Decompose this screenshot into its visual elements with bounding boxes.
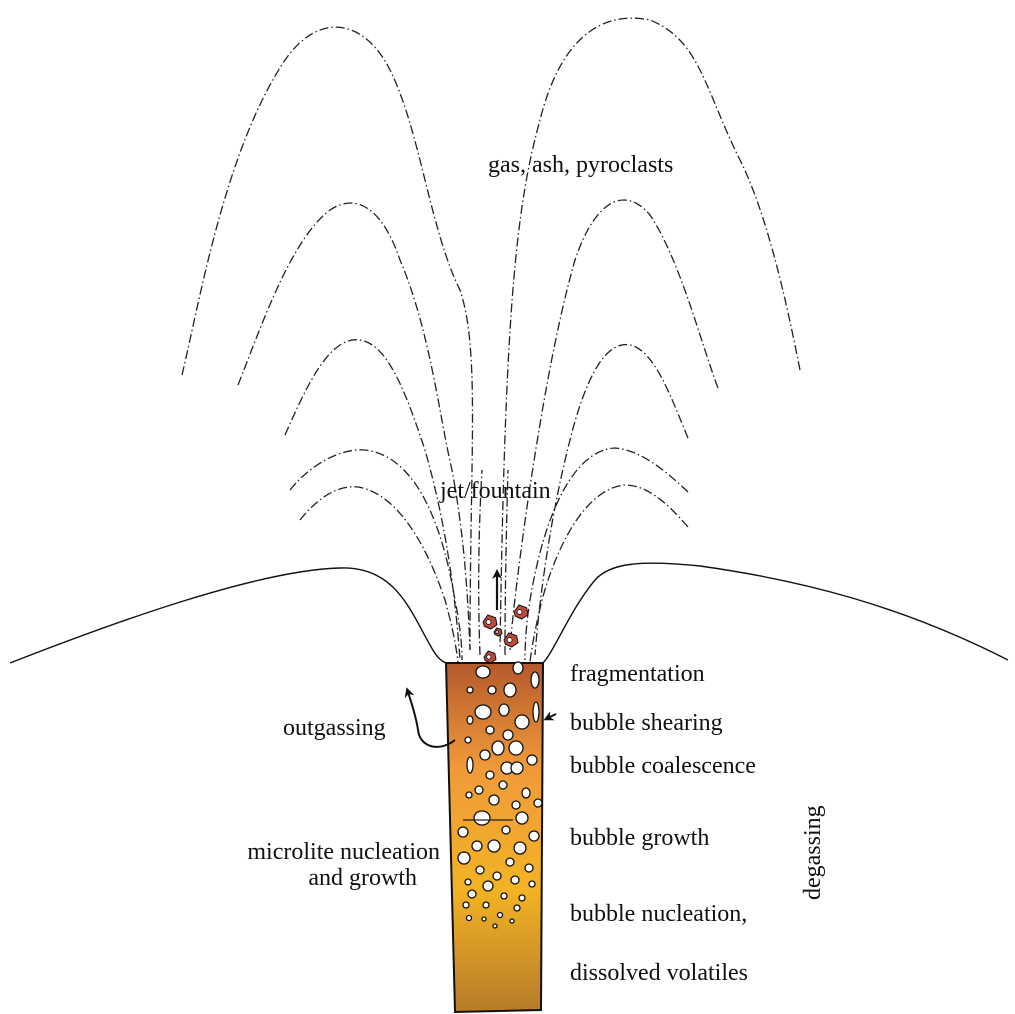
bubble [498, 913, 503, 918]
volcano-flanks [10, 563, 1008, 663]
bubble [529, 831, 539, 841]
plume-trajectories [182, 18, 800, 662]
bubble [474, 811, 490, 825]
bubble [525, 864, 533, 872]
bubble [519, 895, 525, 901]
label-degassing: degassing [800, 805, 826, 900]
bubble [483, 902, 489, 908]
bubble [527, 755, 537, 765]
label-microlite-2: and growth [308, 865, 417, 891]
bubble [522, 788, 530, 798]
bubble [488, 686, 496, 694]
bubble [480, 750, 490, 760]
bubble [458, 827, 468, 837]
bubble [483, 881, 493, 891]
bubble [476, 866, 484, 874]
plume-arc-outer-right [500, 18, 800, 650]
plume-arc-3-left [285, 340, 460, 660]
bubble [467, 916, 472, 921]
pyroclast [484, 651, 496, 663]
bubble [511, 762, 523, 774]
label-coalescence: bubble coalescence [570, 753, 756, 779]
bubble [467, 757, 473, 773]
label-volatiles: dissolved volatiles [570, 960, 748, 986]
bubble [467, 716, 473, 724]
shearing-arrow [548, 714, 556, 718]
bubble [475, 786, 483, 794]
label-nucleation: bubble nucleation, [570, 901, 747, 927]
bubble [516, 812, 528, 824]
plume-arc-outer-left [182, 27, 473, 650]
label-jet: jet/fountain [439, 478, 551, 504]
bubble [472, 841, 482, 851]
bubble [503, 730, 513, 740]
bubble [488, 840, 500, 852]
bubble [493, 924, 497, 928]
left-flank [10, 568, 447, 663]
pyroclast [494, 628, 502, 636]
plume-arc-5-right [530, 485, 688, 662]
bubble [506, 858, 514, 866]
bubble [493, 872, 501, 880]
pyroclast [504, 633, 518, 647]
bubble [504, 683, 516, 697]
bubble [466, 792, 472, 798]
bubble [499, 781, 507, 789]
bubble [502, 826, 510, 834]
pyroclast [483, 615, 497, 629]
plume-arc-2-left [238, 203, 470, 650]
bubble [515, 715, 529, 729]
bubble [468, 890, 476, 898]
bubble [510, 919, 514, 923]
label-shearing: bubble shearing [570, 710, 723, 736]
bubble [513, 662, 523, 674]
plume-arc-5-left [300, 487, 458, 662]
bubble [534, 799, 542, 807]
bubble [499, 704, 509, 716]
bubble [489, 795, 499, 805]
conduit-body [446, 663, 543, 1012]
bubble [486, 726, 494, 734]
pyroclast [514, 605, 528, 619]
label-growth: bubble growth [570, 825, 709, 851]
bubble [465, 879, 471, 885]
bubble [463, 902, 469, 908]
plume-arc-2-right [510, 200, 718, 650]
bubble [465, 737, 471, 743]
plume-arc-4-left [290, 450, 462, 660]
bubble [476, 666, 490, 678]
bubble [514, 905, 520, 911]
bubble [492, 741, 504, 755]
bubble [486, 771, 494, 779]
label-fragmentation: fragmentation [570, 661, 705, 687]
bubble [533, 702, 539, 722]
conduit [446, 662, 543, 1012]
bubble [509, 741, 523, 755]
bubble [467, 687, 473, 693]
bubble [514, 842, 526, 854]
bubble [531, 672, 539, 688]
label-microlite-1: microlite nucleation [247, 839, 440, 865]
bubble [501, 893, 507, 899]
right-flank [543, 563, 1008, 663]
bubble [475, 705, 491, 719]
bubble [482, 917, 486, 921]
bubble [512, 801, 520, 809]
label-outgassing: outgassing [283, 715, 386, 741]
label-plume: gas, ash, pyroclasts [488, 152, 673, 178]
bubble [458, 852, 470, 864]
bubble [529, 881, 535, 887]
bubble [511, 876, 519, 884]
